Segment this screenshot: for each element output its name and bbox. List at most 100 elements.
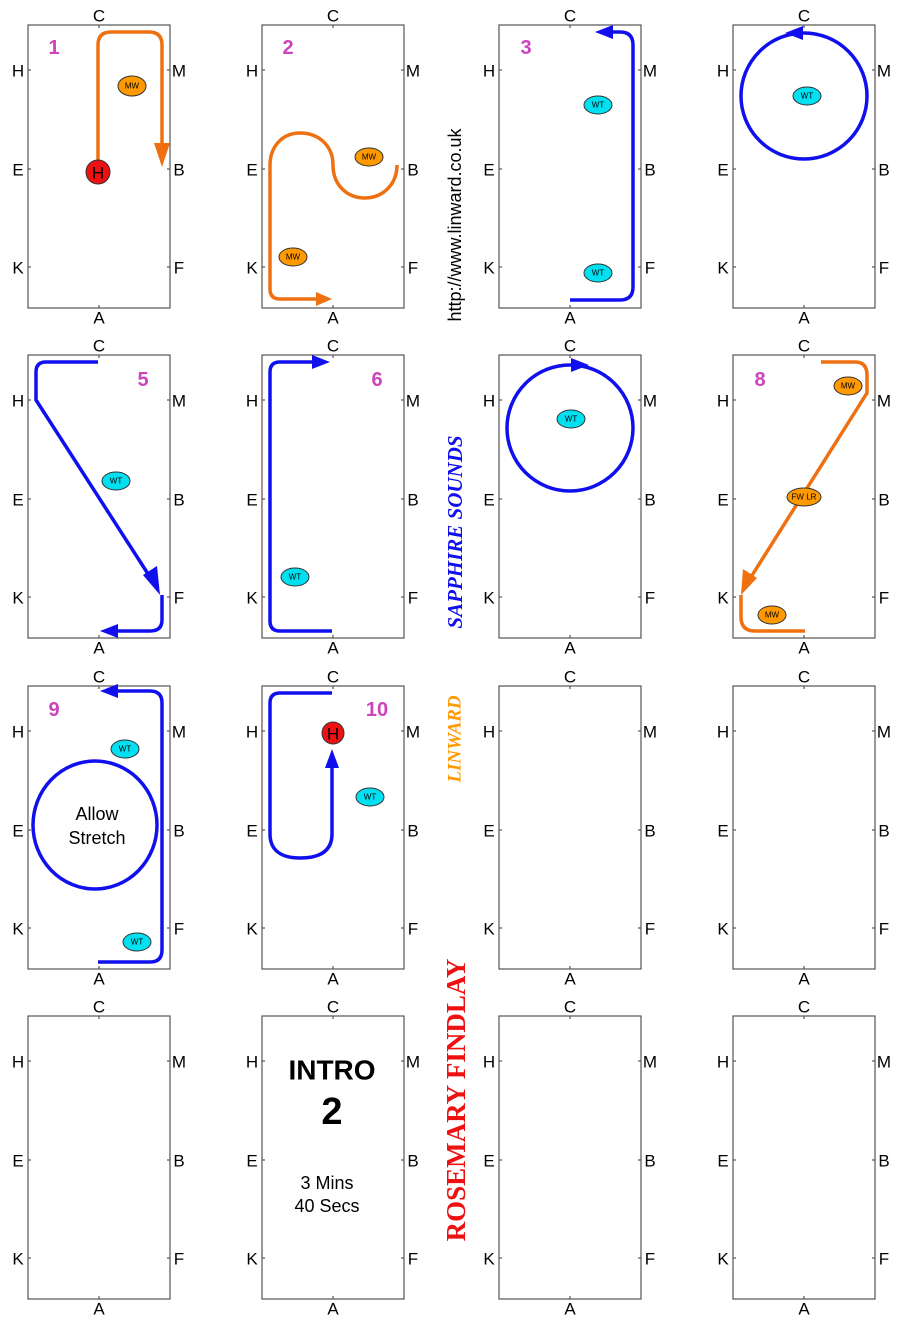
arrow-head-icon <box>325 749 339 768</box>
letter-K: K <box>12 259 24 278</box>
letter-K: K <box>483 1250 495 1269</box>
arrow-head-icon <box>312 355 330 369</box>
letter-E: E <box>717 491 728 510</box>
arrow-head-icon <box>785 26 803 40</box>
letter-C: C <box>93 7 105 26</box>
arena-number: 5 <box>137 369 148 391</box>
letter-A: A <box>798 1300 810 1319</box>
letter-M: M <box>406 1053 420 1072</box>
letter-E: E <box>246 822 257 841</box>
brand-text: LINWARD <box>445 695 466 784</box>
wt-marker <box>101 471 131 491</box>
letter-K: K <box>717 920 729 939</box>
letter-H: H <box>483 723 495 742</box>
fwlr-label: FW LR <box>792 493 817 502</box>
wt-marker <box>280 567 310 587</box>
halt-label: H <box>92 164 104 183</box>
letter-B: B <box>878 822 889 841</box>
letter-A: A <box>93 639 105 658</box>
letter-C: C <box>93 668 105 687</box>
letter-E: E <box>12 1152 23 1171</box>
letter-B: B <box>878 1152 889 1171</box>
letter-B: B <box>644 822 655 841</box>
arrow-head-icon <box>100 624 118 638</box>
wt-label: WT <box>592 101 605 110</box>
route-path <box>749 360 869 578</box>
letter-K: K <box>717 259 729 278</box>
arena-border <box>27 685 171 970</box>
letter-M: M <box>406 62 420 81</box>
arena-border <box>732 1015 876 1300</box>
wt-marker <box>556 409 586 429</box>
letter-H: H <box>246 392 258 411</box>
arrow-head-icon <box>143 566 160 595</box>
arena-number: 1 <box>48 37 59 59</box>
letter-A: A <box>327 639 339 658</box>
letter-H: H <box>12 723 24 742</box>
letter-C: C <box>327 7 339 26</box>
test-number: 2 <box>321 1091 342 1133</box>
website-url[interactable]: http://www.linward.co.uk <box>445 127 465 321</box>
arena-number: 10 <box>366 699 388 721</box>
letter-F: F <box>408 920 418 939</box>
letter-B: B <box>644 161 655 180</box>
wt-label: WT <box>592 269 605 278</box>
wt-label: WT <box>801 92 814 101</box>
letter-A: A <box>93 970 105 989</box>
route-path <box>98 689 164 964</box>
letter-A: A <box>564 970 576 989</box>
letter-B: B <box>407 822 418 841</box>
letter-A: A <box>93 309 105 328</box>
letter-B: B <box>878 491 889 510</box>
letter-K: K <box>483 589 495 608</box>
wt-marker <box>122 932 152 952</box>
letter-M: M <box>877 392 891 411</box>
mw-label: MW <box>765 611 780 620</box>
test-title: INTRO <box>288 1055 375 1086</box>
letter-H: H <box>246 1053 258 1072</box>
arrow-head-icon <box>571 358 589 372</box>
letter-M: M <box>877 1053 891 1072</box>
letter-K: K <box>483 920 495 939</box>
letter-B: B <box>644 1152 655 1171</box>
wt-marker <box>583 263 613 283</box>
letter-K: K <box>246 259 258 278</box>
letter-B: B <box>407 161 418 180</box>
author-text: ROSEMARY FINDLAY <box>441 959 471 1242</box>
wt-marker <box>792 86 822 106</box>
letter-H: H <box>717 62 729 81</box>
letter-C: C <box>327 668 339 687</box>
letter-E: E <box>483 1152 494 1171</box>
letter-E: E <box>717 161 728 180</box>
letter-K: K <box>483 259 495 278</box>
arrow-head-icon <box>154 143 170 167</box>
wt-label: WT <box>364 793 377 802</box>
letter-B: B <box>407 491 418 510</box>
mw-marker <box>833 376 863 396</box>
letter-F: F <box>879 1250 889 1269</box>
mw-label: MW <box>125 82 140 91</box>
letter-A: A <box>93 1300 105 1319</box>
letter-F: F <box>408 589 418 608</box>
test-duration-minutes: 3 Mins <box>300 1173 353 1193</box>
letter-C: C <box>564 337 576 356</box>
letter-H: H <box>246 723 258 742</box>
letter-A: A <box>564 309 576 328</box>
route-path <box>268 131 399 301</box>
route-path <box>268 360 332 633</box>
letter-F: F <box>879 920 889 939</box>
letter-B: B <box>173 491 184 510</box>
mw-label: MW <box>362 153 377 162</box>
